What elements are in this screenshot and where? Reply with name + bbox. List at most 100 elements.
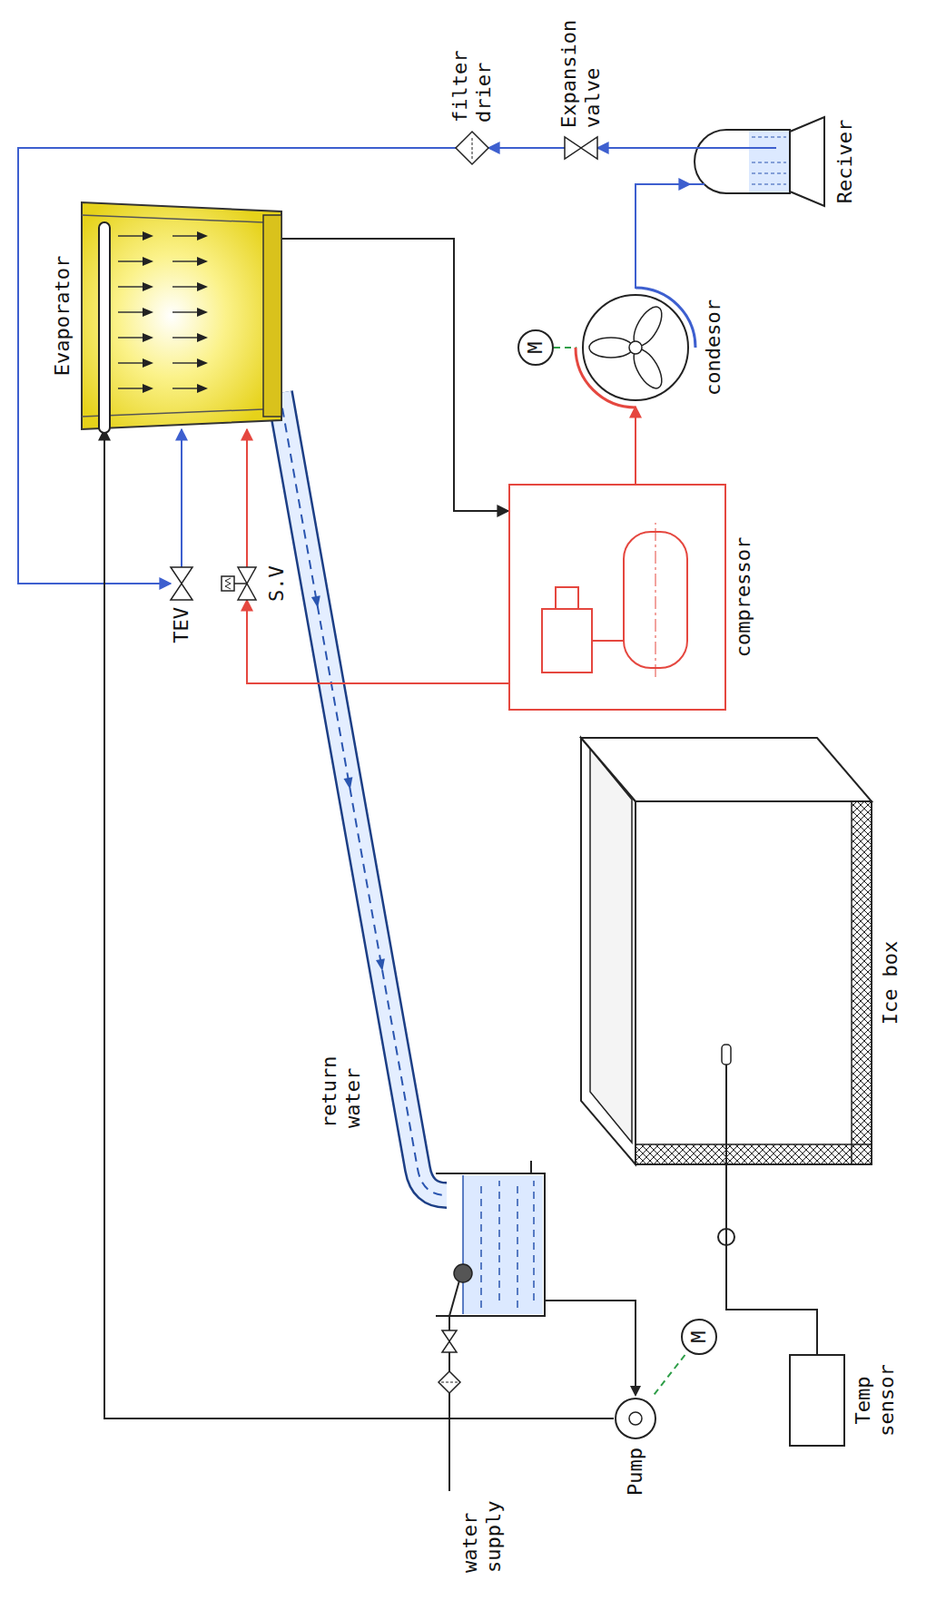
ice-box-outline [581,738,872,1165]
evaporator-panel-outline [81,202,282,430]
ice-box-outline [725,1064,728,1165]
evaporator-panel-outline [172,311,198,314]
return-water-tube [375,958,387,973]
water-tank [462,1175,464,1315]
water-supply-pipe [438,1371,461,1394]
condenser-fan: condesor [576,288,695,407]
evaporator-panel-outline [81,215,264,223]
evaporator-panel-outline [172,336,198,339]
label-holder: compressor [731,537,756,658]
label-holder: return water [317,1056,366,1129]
receiver-tank-outline [694,129,790,194]
return-water-tube [279,393,447,1196]
condenser-fan-outline [576,288,695,407]
receiver-tank-outline [689,111,827,212]
node-label: Temp sensor [851,1364,900,1437]
return-water-tube [279,393,447,1196]
evaporator-panel-outline [98,222,110,434]
label-holder: Ice box [878,941,903,1026]
evaporator-panel-outline [118,285,144,288]
water-tank [530,1161,533,1174]
expansion-valve-outline [564,137,598,159]
water-supply-pipe [438,1316,461,1492]
motor-symbol: M [517,329,554,366]
receiver-tank-outline [748,130,789,193]
expansion-valve-outline [564,137,582,159]
evaporator-panel-outline [142,256,154,267]
node-label: Reciver [833,119,858,205]
node-label: M [523,341,548,354]
filter-drier: filter drier [455,131,489,165]
ice-box-outline [581,738,872,802]
evaporator-panel-outline [172,362,198,365]
evaporator-panel-outline [197,333,208,343]
node-label: M [687,1330,711,1343]
float-valve [449,1281,460,1317]
evaporator-panel-outline [172,235,198,237]
pipe-connector [597,147,690,149]
tev-valve: TEV [170,567,193,601]
water-tank [463,1175,543,1315]
ice-box: Ice box [581,738,872,1165]
water-tank [435,1161,545,1317]
filter-drier-outline [455,131,489,165]
pipe-connector [726,1164,818,1356]
pipe-connector [18,147,456,584]
node-label: condesor [701,299,726,396]
ice-box-outline [590,748,632,1144]
evaporator-panel-outline [142,333,154,343]
water-supply-pipe [442,1341,457,1353]
float-valve [453,1264,473,1283]
label-holder: Evaporator [50,256,75,376]
solenoid-valve-outline [221,567,258,601]
condenser-fan-outline [629,341,642,355]
temp-sensor-box: Temp sensor [789,1355,845,1447]
evaporator-panel-outline [197,358,208,368]
label-holder: condesor [701,299,726,396]
label-holder: Pump [623,1448,648,1497]
return-water-tube [311,595,323,610]
pump-suction-pipe [544,1300,641,1398]
tev-valve-outline [170,567,193,601]
evaporator-panel-outline [197,256,208,267]
receiver-tank-outline [751,173,787,175]
expansion-valve-outline [581,137,598,159]
evaporator-panel-outline [263,215,282,417]
node-label: TEV [169,607,194,644]
ice-box-outline [635,1144,872,1165]
node-label: Pump [623,1448,648,1497]
receiver-tank-outline [751,162,787,164]
evaporator-panel-outline [118,311,144,314]
evaporator-panel-outline [197,384,208,394]
solenoid-valve-outline [221,576,235,592]
pump-suction-pipe [630,1386,641,1398]
expansion-valve: Expansion valve [564,137,598,159]
label-holder: TEV [169,607,194,644]
ice-box-outline [581,738,636,1165]
condenser-fan-outline [582,295,689,401]
node-label: compressor [731,537,756,658]
label-holder: filter drier [448,50,497,123]
label-holder: Reciver [833,119,858,205]
receiver-tank-outline [751,184,787,186]
compressor-box-outline [591,640,624,642]
water-tank [435,1173,545,1317]
motor-symbol: M [680,1319,718,1356]
pipe-connector [634,406,637,484]
ice-box-outline [635,801,872,1165]
filter-drier-outline [455,131,489,165]
float-valve [449,1264,473,1317]
receiver-tank: Reciver [689,111,827,212]
solenoid-valve: S.V [221,567,258,601]
ice-box-outline [721,1044,731,1065]
evaporator-panel-outline [197,307,208,317]
ice-box-outline [851,801,872,1165]
node-label: Evaporator [50,256,75,376]
solenoid-valve-outline [225,578,231,590]
evaporator-panel-outline [172,260,198,263]
water-tank [516,1181,519,1309]
node-label: Expansion valve [557,19,606,129]
condenser-fan-outline [589,337,633,358]
compressor-box-outline [655,522,657,678]
